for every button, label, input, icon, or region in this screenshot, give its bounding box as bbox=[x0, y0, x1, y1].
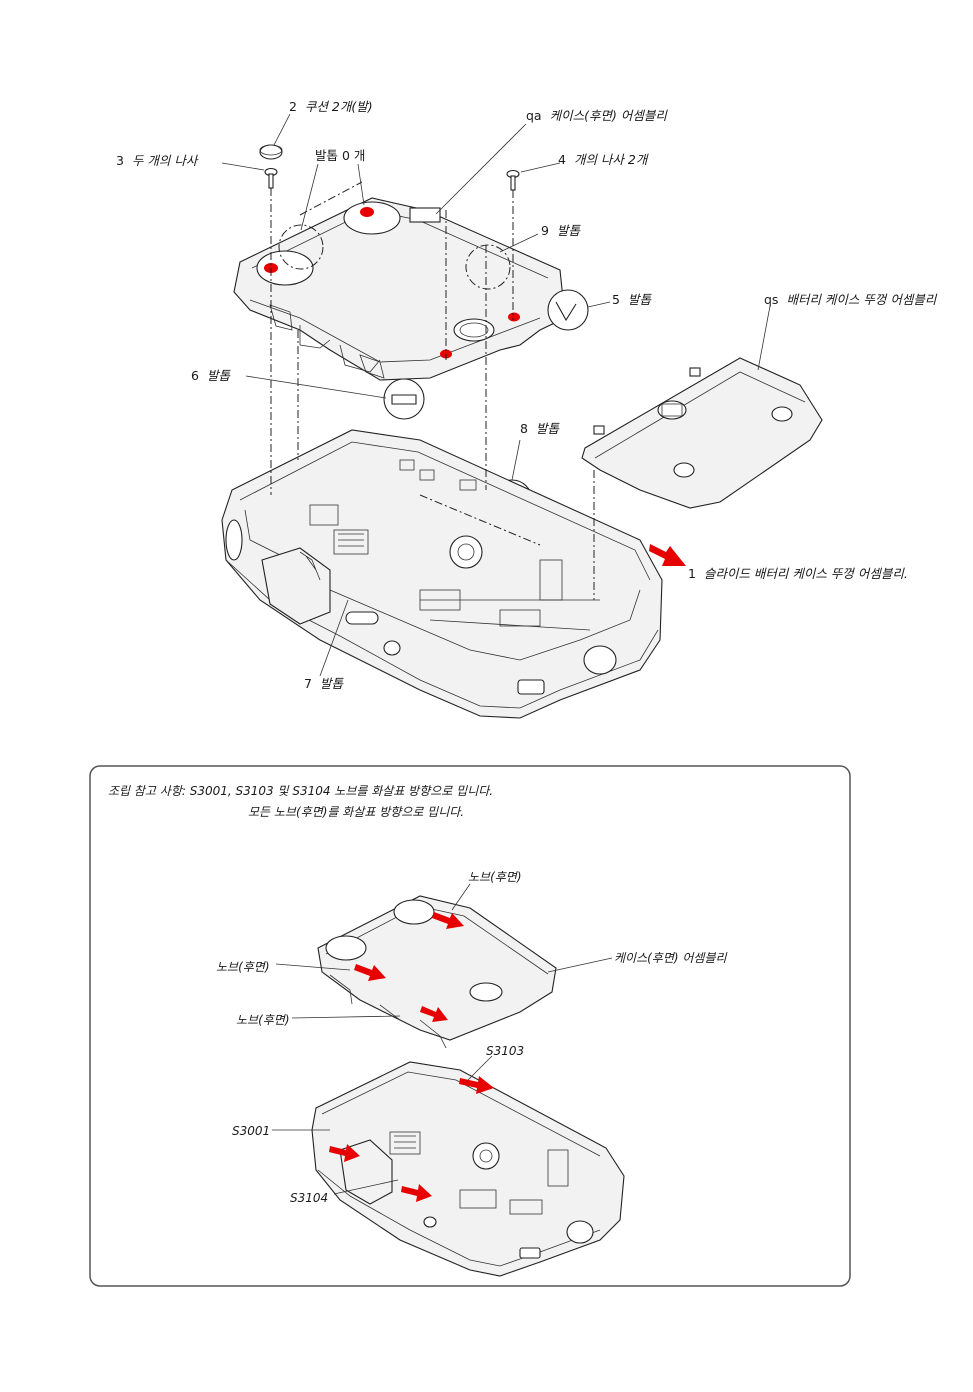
red-arrow-icon bbox=[354, 964, 386, 981]
inset-label-s3001: S3001 bbox=[232, 1124, 271, 1138]
claw-zoom-6 bbox=[383, 378, 425, 420]
assembly-note-line2: 모든 노브(후면)를 화살표 방향으로 밉니다. bbox=[248, 805, 465, 819]
inset-label-knob-top: 노브(후면) bbox=[468, 870, 522, 884]
cushion-icon bbox=[259, 144, 283, 160]
claw-zoom-5 bbox=[547, 289, 589, 331]
assembly-note-line1: 조립 참고 사항: S3001, S3103 및 S3104 노브를 화살표 방… bbox=[108, 784, 494, 798]
inset-label-s3103: S3103 bbox=[486, 1044, 525, 1058]
slide-arrow-icon bbox=[649, 544, 686, 566]
red-arrow-icon bbox=[329, 1144, 360, 1162]
inset-label-case-rear: 케이스(후면) 어셈블리 bbox=[614, 951, 727, 965]
red-arrow-icon bbox=[459, 1076, 494, 1094]
rear-case-assembly bbox=[233, 197, 566, 381]
screw-icon bbox=[506, 169, 520, 191]
red-dot bbox=[508, 312, 520, 322]
label-claw-zero: 발톱 0 개 bbox=[315, 148, 366, 163]
red-dot bbox=[360, 207, 374, 217]
main-body bbox=[221, 429, 663, 719]
inset-label-knob-left: 노브(후면) bbox=[216, 960, 270, 974]
inset-rear-case bbox=[317, 895, 557, 1049]
screw-icon bbox=[264, 167, 278, 189]
battery-lid-assembly bbox=[581, 357, 823, 509]
inset-label-knob-mid: 노브(후면) bbox=[236, 1013, 290, 1027]
red-arrow-icon bbox=[432, 912, 464, 929]
inset-label-s3104: S3104 bbox=[290, 1191, 329, 1205]
red-arrow-icon bbox=[401, 1184, 432, 1202]
red-arrow-icon bbox=[420, 1006, 448, 1022]
